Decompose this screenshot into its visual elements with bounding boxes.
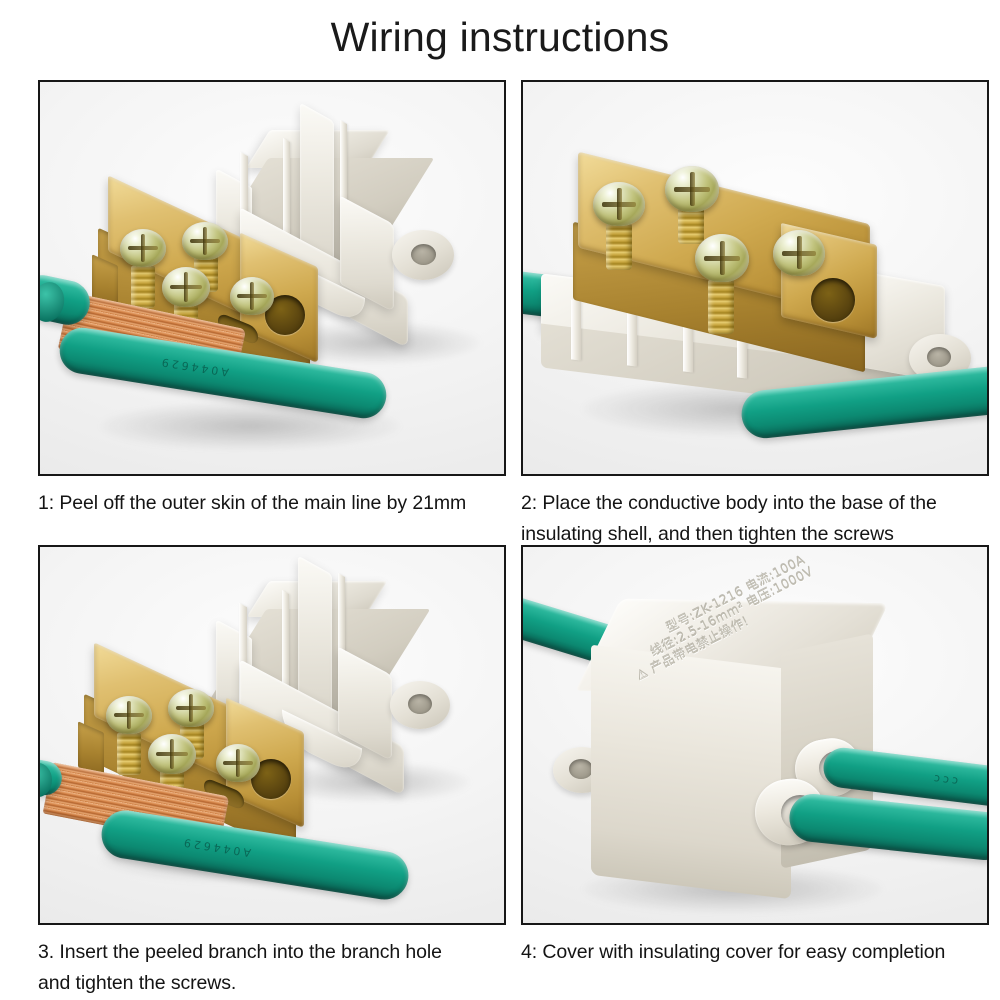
screw-shaft-1 xyxy=(124,260,162,308)
screw-cross-slot xyxy=(720,241,725,275)
screw-cross-slot xyxy=(184,272,188,302)
step-1-photo: A044629 xyxy=(38,80,506,476)
caption-line: 2: Place the conductive body into the ba… xyxy=(521,492,937,514)
screw-cross-slot xyxy=(690,172,695,206)
caption-line: 1: Peel off the outer skin of the main l… xyxy=(38,492,467,514)
shell-mounting-hole xyxy=(569,759,593,779)
screw-3 xyxy=(148,734,196,774)
brass-main-wire-hole xyxy=(811,278,855,322)
step-4: 型号:ZK-1216 电流:100A 线径:2.5-16mm² 电压:1000V… xyxy=(521,545,989,968)
screw-1 xyxy=(593,182,645,226)
step-3: A044629 3. Insert the peeled branch into… xyxy=(38,545,506,999)
wire-marking-text: ccc xyxy=(930,771,959,788)
step-1-caption: 1: Peel off the outer skin of the main l… xyxy=(38,488,506,519)
step-3-photo: A044629 xyxy=(38,545,506,925)
screw-thread xyxy=(708,280,734,334)
screw-3 xyxy=(695,234,749,282)
step-2-photo xyxy=(521,80,989,476)
screw-thread xyxy=(678,206,704,244)
screw-thread xyxy=(131,266,155,308)
wire-marking-text: A044629 xyxy=(180,835,252,860)
wire-end-cap xyxy=(40,763,52,797)
screw-shaft-3 xyxy=(701,274,741,334)
screw-shaft-2 xyxy=(671,202,711,244)
screw-cross-slot xyxy=(797,236,802,269)
caption-line: and tighten the screws. xyxy=(38,972,237,994)
page-title: Wiring instructions xyxy=(330,14,670,60)
screw-cross-slot xyxy=(170,739,174,769)
step-4-caption: 4: Cover with insulating cover for easy … xyxy=(521,937,989,968)
screw-3 xyxy=(162,267,210,307)
screw-cross-slot xyxy=(127,701,131,729)
step-3-caption: 3. Insert the peeled branch into the bra… xyxy=(38,937,506,999)
screw-shaft-1 xyxy=(599,218,639,270)
caption-line: insulating shell, and then tighten the s… xyxy=(521,523,894,545)
shell-mounting-hole xyxy=(411,244,436,265)
screw-1 xyxy=(106,696,152,734)
screw-thread xyxy=(606,224,632,270)
screw-cross-slot xyxy=(236,749,240,777)
screw-cross-slot xyxy=(617,188,622,220)
screw-4 xyxy=(773,230,825,276)
step-1: A044629 1: Peel off the outer skin of th… xyxy=(38,80,506,519)
shell-rib xyxy=(571,299,581,361)
screw-1 xyxy=(120,229,166,267)
screw-cross-slot xyxy=(203,227,207,255)
screw-cross-slot xyxy=(189,694,193,722)
step-2: 2: Place the conductive body into the ba… xyxy=(521,80,989,550)
screw-2 xyxy=(168,689,214,727)
screw-thread xyxy=(117,733,141,775)
caption-line: 3. Insert the peeled branch into the bra… xyxy=(38,941,442,963)
screw-2 xyxy=(665,166,719,212)
shell-mounting-hole xyxy=(408,694,432,714)
step-2-caption: 2: Place the conductive body into the ba… xyxy=(521,488,989,550)
screw-shaft-1 xyxy=(110,727,148,775)
caption-line: 4: Cover with insulating cover for easy … xyxy=(521,941,946,963)
screw-4 xyxy=(216,744,260,782)
step-4-photo: 型号:ZK-1216 电流:100A 线径:2.5-16mm² 电压:1000V… xyxy=(521,545,989,925)
shell-mounting-hole xyxy=(927,347,951,367)
wire-marking-text: A044629 xyxy=(158,354,230,379)
screw-cross-slot xyxy=(141,234,145,262)
screw-2 xyxy=(182,222,228,260)
screw-cross-slot xyxy=(250,282,254,310)
screw-4 xyxy=(230,277,274,315)
cover-front-face xyxy=(591,644,791,900)
steps-grid: A044629 1: Peel off the outer skin of th… xyxy=(0,80,1000,994)
